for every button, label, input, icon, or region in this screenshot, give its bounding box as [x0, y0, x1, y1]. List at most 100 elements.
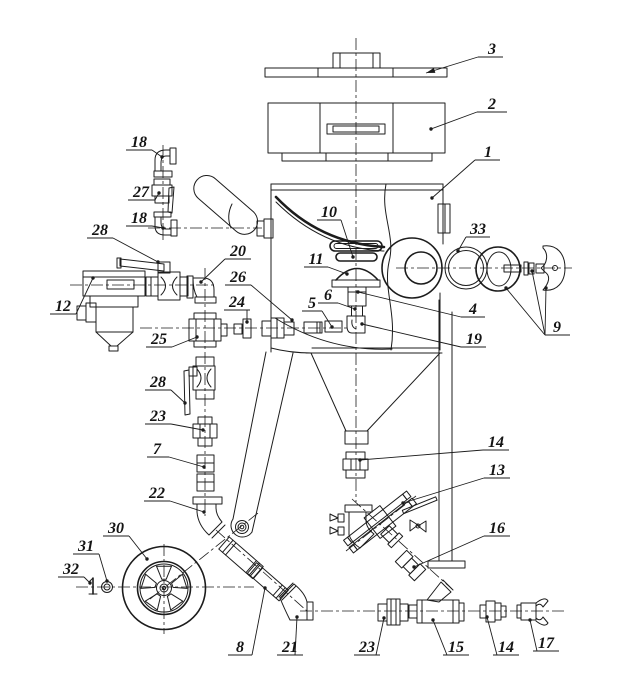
part-label-8: 8	[228, 586, 267, 656]
part-number: 11	[308, 251, 323, 268]
leader-dot	[528, 618, 532, 622]
part-number: 33	[469, 221, 486, 238]
right-leg	[427, 299, 466, 569]
leader-dot	[263, 586, 267, 590]
leader-dot	[431, 618, 435, 622]
hose-8	[218, 536, 289, 602]
leader-dot	[199, 280, 203, 284]
union-nut-14b	[479, 600, 507, 623]
union-nut-14a	[342, 451, 369, 479]
leader-line	[402, 477, 485, 504]
union-23a	[192, 416, 218, 447]
part-label-13: 13	[401, 462, 510, 505]
part-number: 32	[62, 561, 79, 578]
wheel-spoke-opening	[156, 565, 172, 580]
leader-dot	[544, 286, 548, 290]
leader-line	[361, 323, 462, 348]
part-label-5: 5	[302, 295, 334, 329]
leader-line	[168, 456, 205, 468]
part-label-2: 2	[429, 96, 507, 131]
leader-dot	[353, 307, 357, 311]
leader-dot	[412, 565, 416, 569]
part-label-19: 19	[360, 322, 486, 348]
part-label-27: 27	[128, 184, 161, 201]
wing-nut	[329, 526, 339, 535]
leader-line	[170, 423, 204, 431]
part-number: 23	[358, 639, 375, 656]
leader-dot	[202, 465, 206, 469]
leader-dot	[161, 226, 165, 230]
leader-line	[251, 587, 266, 656]
leader-line	[170, 389, 186, 404]
cover-washer	[528, 262, 535, 275]
part-number: 18	[131, 210, 147, 227]
valve-lever	[119, 258, 165, 272]
leader-dot	[245, 320, 249, 324]
ball-valve-28b	[183, 356, 216, 416]
part-label-22: 22	[144, 485, 206, 514]
leader-line	[359, 449, 484, 461]
leader-line	[75, 277, 94, 315]
part-number: 21	[281, 639, 298, 656]
tank-port-fitting	[256, 218, 274, 239]
part-label-32: 32	[58, 561, 92, 585]
nipple-5	[324, 320, 343, 333]
part-label-20: 20	[199, 243, 251, 284]
part-number: 24	[228, 294, 245, 311]
leader-line	[169, 500, 205, 513]
part-number: 8	[236, 639, 244, 656]
leader-dot	[201, 428, 205, 432]
gasket-ring	[335, 252, 378, 262]
valve-27-lever	[167, 186, 175, 214]
part-label-25: 25	[146, 331, 199, 348]
internal-valve-assembly	[303, 240, 383, 334]
pin-32	[88, 577, 98, 595]
part-number: 30	[107, 520, 124, 537]
leader-line	[340, 219, 354, 258]
leader-dot	[382, 616, 386, 620]
handle-tube	[193, 175, 259, 235]
part-label-18: 18	[126, 210, 165, 230]
manhole-boss	[381, 237, 443, 299]
valve-stem-6	[351, 305, 363, 317]
internal-elbow-19	[346, 315, 366, 334]
part-number: 5	[308, 295, 316, 312]
leader-line	[430, 111, 478, 130]
leader-dot	[485, 615, 489, 619]
wheel-spoke-opening	[171, 573, 188, 589]
part-label-14: 14	[358, 434, 509, 462]
leader-dot	[160, 155, 164, 159]
leader-dot	[202, 510, 206, 514]
part-number: 9	[553, 319, 561, 336]
funnel	[310, 352, 441, 445]
wheel-spoke-opening	[140, 573, 157, 589]
part-label-31: 31	[73, 538, 109, 583]
leader-line	[327, 266, 348, 275]
hinge-bracket	[437, 203, 451, 234]
wheel-spoke-opening	[166, 593, 184, 611]
leader-dot	[330, 325, 334, 329]
leader-dot	[157, 191, 161, 195]
part-label-10: 10	[317, 204, 355, 259]
leader-line	[375, 617, 385, 656]
part-number: 15	[448, 639, 464, 656]
elbow-22	[192, 496, 226, 539]
part-label-6: 6	[318, 287, 357, 311]
part-label-9: 9	[504, 269, 570, 336]
manhole-opening	[404, 251, 438, 285]
leader-dot	[290, 318, 294, 322]
part-label-12: 12	[50, 276, 95, 315]
leader-dot	[351, 255, 355, 259]
part-label-15: 15	[431, 618, 469, 656]
part-label-16: 16	[412, 520, 510, 569]
valve-sleeve	[363, 505, 397, 539]
leader-line	[431, 159, 476, 199]
part-number: 16	[489, 520, 505, 537]
part-label-26: 26	[225, 269, 294, 322]
couplings-7	[196, 454, 215, 492]
part-label-11: 11	[304, 251, 349, 276]
leader-dot	[156, 260, 160, 264]
wing-nut	[329, 513, 339, 522]
filter-12	[76, 270, 146, 352]
